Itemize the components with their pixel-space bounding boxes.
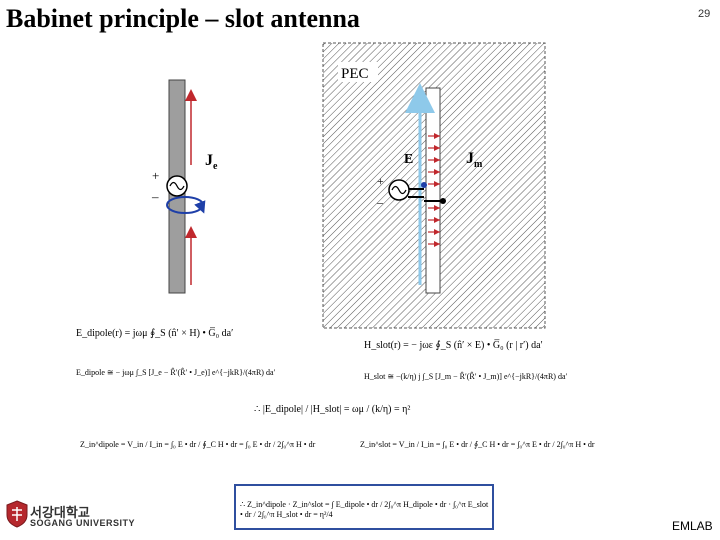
- page-number: 29: [698, 8, 711, 20]
- feed-terminal-bottom: [440, 198, 446, 204]
- feed-terminal-top: [421, 182, 427, 188]
- boxed-impedance-product: ∴ Z_in^dipole · Z_in^slot = ∫ E_dipole •…: [234, 484, 494, 530]
- eq-z-dipole: Z_in^dipole = V_in / I_in = ∫₀ E • dr / …: [80, 440, 316, 449]
- loop-arrow-icon: [194, 200, 206, 214]
- eq-slot-field: H_slot(r) = − jωε ∮_S (n̂′ × E) • G̅₀ (r…: [364, 340, 543, 351]
- eq-field-ratio: ∴ |E_dipole| / |H_slot| = ωμ / (k/η) = η…: [254, 404, 411, 415]
- pec-label-bg: [338, 62, 378, 82]
- dipole-antenna: + – Je: [151, 79, 218, 294]
- pec-label: PEC: [341, 66, 369, 82]
- je-label: Je: [205, 152, 218, 172]
- eq-z-slot: Z_in^slot = V_in / I_in = ∫₀ E • dr / ∮_…: [360, 440, 595, 449]
- jm-label: Jm: [466, 150, 483, 170]
- eq-dipole-far: E_dipole ≅ − jωμ ∫_S [J_e − R̂′(R̂′ • J_…: [76, 368, 276, 377]
- dipole-minus: –: [151, 189, 159, 204]
- sine-wave-icon: [169, 181, 185, 191]
- eq-boxed-product: ∴ Z_in^dipole · Z_in^slot = ∫ E_dipole •…: [240, 500, 489, 519]
- sine-wave-icon: [391, 185, 407, 195]
- dipole-plus: +: [152, 168, 159, 183]
- university-seal-icon: [6, 500, 28, 528]
- eq-slot-far: H_slot ≅ −(k/η) j ∫_S [J_m − R̂′(R̂′ • J…: [364, 372, 568, 381]
- antenna-diagram: + – Je PEC + – E: [151, 42, 546, 329]
- pec-plane: PEC + – E Jm: [322, 42, 546, 329]
- e-field-label: E: [404, 152, 413, 167]
- logo-english: SOGANG UNIVERSITY: [30, 518, 136, 528]
- slot-minus: –: [376, 195, 384, 209]
- eq-dipole-field: E_dipole(r) = jωμ ∮_S (n̂′ × H) • G̅₀ da…: [76, 328, 234, 339]
- footer-label: EMLAB: [672, 519, 713, 533]
- logo-korean: 서강대학교: [30, 506, 90, 521]
- slide-title: Babinet principle – slot antenna: [6, 4, 360, 33]
- slot-plus: +: [377, 174, 384, 188]
- magnetic-current-arrows: [428, 133, 440, 247]
- slot-aperture: [425, 87, 441, 294]
